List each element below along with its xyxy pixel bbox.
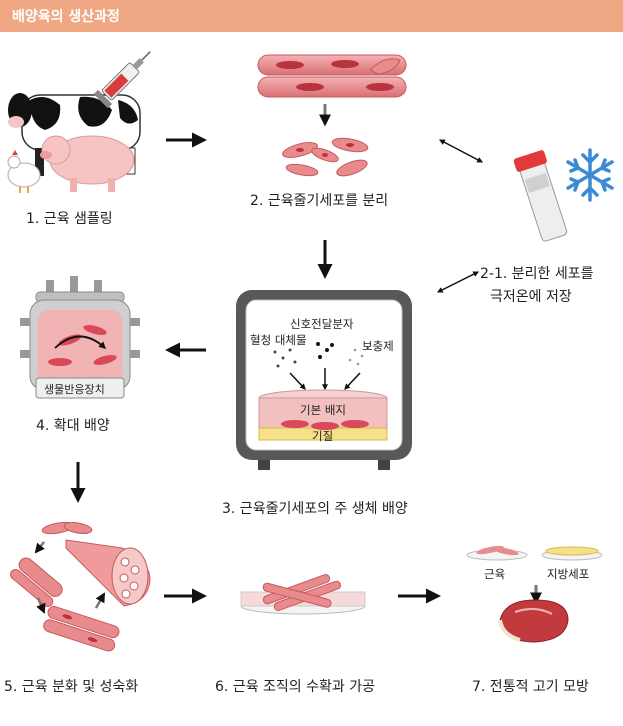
step1-label: 1. 근육 샘플링 xyxy=(26,211,113,227)
bioreactor-illustration xyxy=(20,276,140,399)
step2-label: 2. 근육줄기세포를 분리 xyxy=(250,193,389,209)
basal-medium-label: 기본 배지 xyxy=(300,403,346,417)
step2-1-label-line1: 2-1. 분리한 세포를 xyxy=(480,266,594,282)
pig-icon xyxy=(40,135,135,192)
muscle-fiber-illustration xyxy=(257,54,407,98)
arrow-step2-to-storage xyxy=(438,139,484,163)
isolated-cells xyxy=(282,137,369,177)
syringe-icon xyxy=(93,51,151,109)
serum-substitute-label: 혈청 대체물 xyxy=(250,333,307,347)
differentiation-illustration xyxy=(10,521,151,652)
harvest-illustration xyxy=(240,574,366,615)
incubator-illustration xyxy=(236,290,412,470)
step5-label: 5. 근육 분화 및 성숙화 xyxy=(4,679,139,695)
cryo-vial-icon xyxy=(513,150,568,242)
step7-label: 7. 전통적 고기 모방 xyxy=(472,679,589,695)
supplement-label: 보충제 xyxy=(362,339,394,353)
final-meat-illustration xyxy=(466,545,603,643)
steak-icon xyxy=(498,599,569,643)
step4-label: 4. 확대 배양 xyxy=(36,418,110,434)
step6-label: 6. 근육 조직의 수확과 가공 xyxy=(215,679,375,695)
arrow-step3-to-storage xyxy=(436,271,480,293)
muscle-label: 근육 xyxy=(484,567,506,581)
header-title: 배양육의 생산과정 xyxy=(12,9,120,25)
step3-label: 3. 근육줄기세포의 주 생체 배양 xyxy=(222,501,408,517)
step2-1-label-line2: 극저온에 저장 xyxy=(490,289,572,305)
muscle-dish-icon xyxy=(466,545,528,561)
bioreactor-label: 생물반응장치 xyxy=(44,383,105,396)
matrix-label: 기질 xyxy=(312,429,334,443)
signal-molecule-label: 신호전달분자 xyxy=(290,317,354,331)
fat-dish-icon xyxy=(541,546,603,561)
chicken-icon xyxy=(7,150,41,193)
snowflake-icon xyxy=(566,148,614,202)
animals-illustration xyxy=(7,51,151,193)
header-bar: 배양육의 생산과정 xyxy=(0,0,623,32)
fat-cell-label: 지방세포 xyxy=(547,567,590,581)
